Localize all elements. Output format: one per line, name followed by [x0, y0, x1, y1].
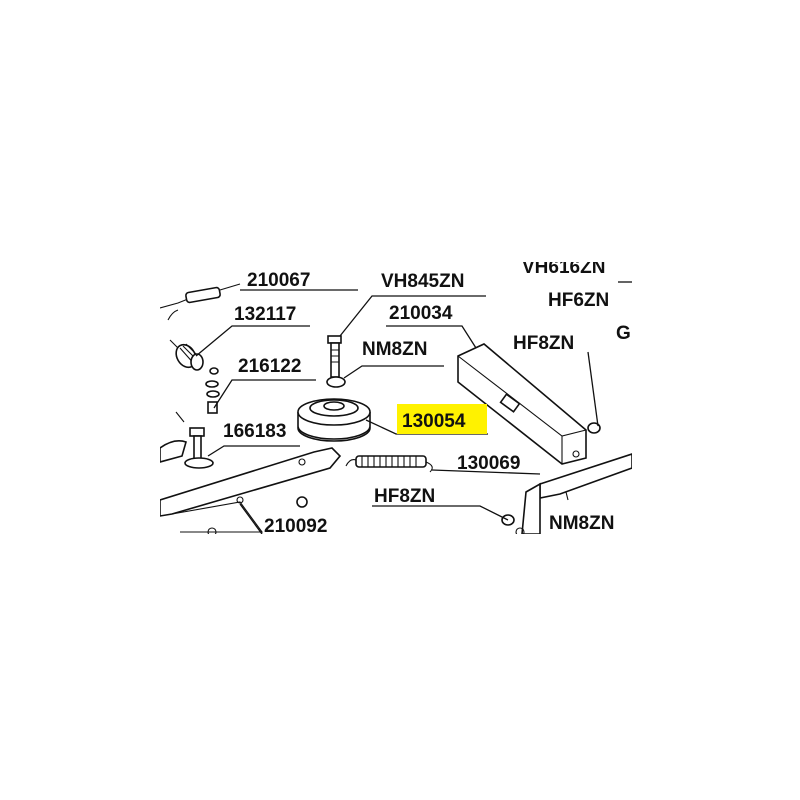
label-132117: 132117: [234, 304, 296, 325]
pulley-part: [297, 398, 371, 442]
label-166183: 166183: [223, 421, 286, 442]
label-nm8zn-bottom: NM8ZN: [549, 513, 614, 534]
label-vh845zn: VH845ZN: [381, 271, 464, 292]
bolt-washer-part: [175, 411, 214, 469]
tension-spring-part: [345, 455, 433, 473]
washer-stack-part: [205, 367, 220, 414]
leader-lines: [195, 281, 632, 534]
spring-part: [169, 339, 204, 371]
label-hf8zn-bottom: HF8ZN: [374, 486, 435, 507]
washer-part-bottom: [515, 527, 525, 534]
label-g: G: [616, 323, 631, 344]
cable-part: [160, 283, 241, 321]
label-210067: 210067: [247, 270, 310, 291]
label-130054: 130054: [402, 411, 466, 432]
label-nm8zn-top: NM8ZN: [362, 339, 427, 360]
bracket-part: [521, 453, 632, 534]
label-216122: 216122: [238, 356, 301, 377]
highlight-box: [397, 404, 487, 434]
flange-nut-part-bottom: [296, 496, 308, 508]
label-130069: 130069: [457, 453, 520, 474]
label-210034: 210034: [389, 303, 453, 324]
arm-plate-part: [160, 440, 342, 534]
tube-part: [457, 343, 587, 465]
bolt-part: [327, 335, 342, 378]
label-210092: 210092: [264, 516, 327, 537]
label-vh616zn: VH616ZN: [522, 257, 605, 278]
nut-part: [326, 376, 346, 388]
flange-nut-part: [587, 422, 601, 434]
label-hf8zn-right: HF8ZN: [513, 333, 574, 354]
label-hf6zn: HF6ZN: [548, 290, 609, 311]
